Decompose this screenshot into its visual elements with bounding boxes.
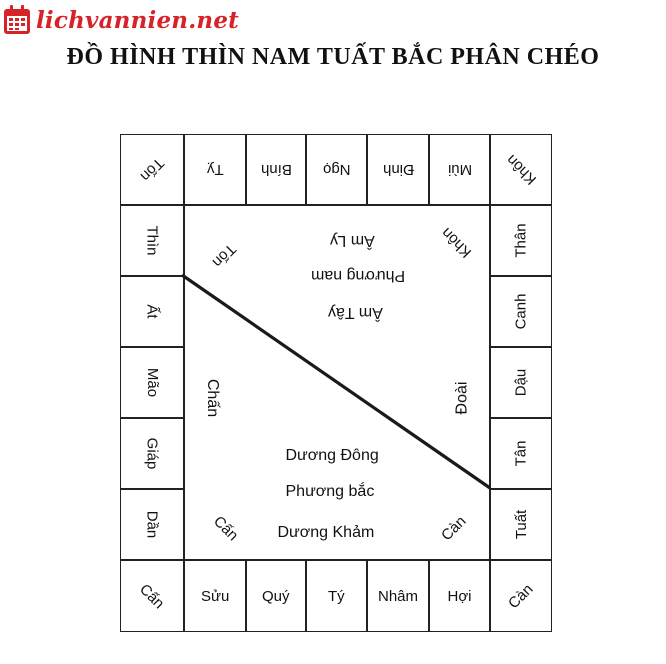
top-cell (429, 134, 490, 205)
left-cell-label: Ất (143, 304, 161, 319)
upper-label-phuong-nam: Phương nam (311, 267, 406, 284)
top-cell-label: Đinh (382, 161, 414, 178)
bottom-cell-label: Tý (328, 587, 345, 605)
top-cell (120, 134, 184, 205)
bottom-cell-label: Quý (262, 587, 290, 605)
left-cell (120, 418, 184, 489)
bottom-cell (184, 560, 246, 632)
upper-label-am-ly: Âm Ly (329, 232, 375, 249)
top-cell (367, 134, 429, 205)
left-cell-label: Giáp (143, 437, 161, 470)
bottom-cell-label: Hợi (447, 587, 472, 605)
calendar-icon (4, 5, 30, 34)
lower-label-phuong-bac: Phương bắc (285, 483, 375, 500)
right-cell-label: Thân (512, 223, 530, 258)
lower-label-duong-kham: Dương Khảm (277, 524, 375, 541)
right-cell (490, 489, 552, 560)
top-cell-label: Mùi (447, 161, 472, 178)
bottom-cell-label: Sửu (201, 587, 230, 605)
right-cell (490, 276, 552, 347)
right-cell-label: Dậu (512, 368, 530, 397)
left-cell (120, 347, 184, 418)
left-cell-label: Mão (143, 367, 161, 398)
inner-side-doai: Đoài (452, 381, 470, 415)
right-cell-label: Tuất (512, 509, 530, 540)
top-cell-label: Ngọ (322, 161, 351, 178)
right-cell-label: Tân (512, 440, 530, 467)
inner-side-chan: Chấn (204, 378, 222, 418)
right-cell (490, 347, 552, 418)
bottom-cell (306, 560, 367, 632)
top-cell (306, 134, 367, 205)
lower-label-duong-dong: Dương Đông (285, 447, 379, 464)
left-cell (120, 489, 184, 560)
site-logo: lichvannien.net (2, 2, 239, 38)
top-cell (184, 134, 246, 205)
bottom-cell (120, 560, 184, 632)
bottom-cell (367, 560, 429, 632)
left-cell-label: Thìn (143, 225, 161, 256)
top-cell-label: Tỵ (206, 161, 224, 178)
right-cell-label: Canh (512, 293, 530, 330)
bottom-cell (429, 560, 490, 632)
right-cell (490, 205, 552, 276)
bottom-cell-label: Nhâm (378, 587, 419, 605)
top-cell-label: Bính (260, 161, 292, 178)
bottom-cell (490, 560, 552, 632)
diagram-title: ĐỒ HÌNH THÌN NAM TUẤT BẮC PHÂN CHÉO (66, 44, 600, 70)
brand-name: lichvannien.net (36, 6, 239, 34)
left-cell-label: Dần (143, 510, 161, 539)
top-cell (490, 134, 552, 205)
upper-label-am-tay: Âm Tây (327, 304, 383, 321)
left-cell (120, 276, 184, 347)
top-cell (246, 134, 306, 205)
left-cell (120, 205, 184, 276)
bottom-cell (246, 560, 306, 632)
